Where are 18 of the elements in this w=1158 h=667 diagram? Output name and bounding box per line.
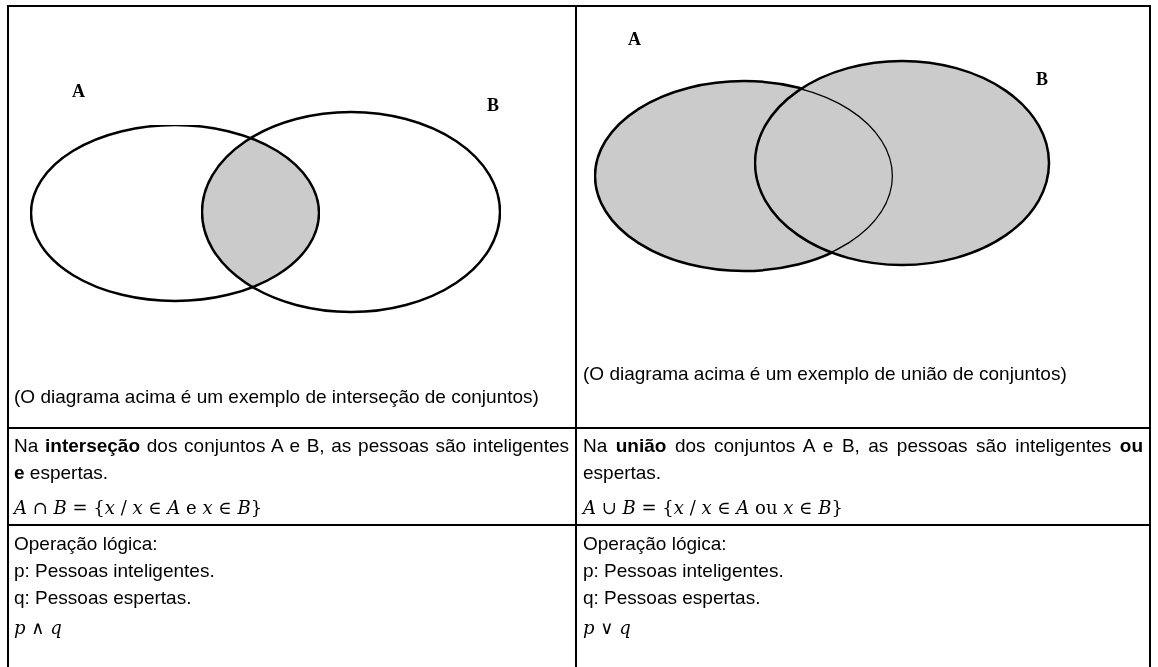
set-label: A (72, 82, 85, 100)
caption-text: (O diagrama acima é um exemplo de interseção de conjuntos) (14, 385, 540, 409)
logic-formula: p ∨ q (583, 616, 632, 640)
set-label: A (628, 30, 641, 48)
proposition-text: q: Pessoas espertas. (14, 586, 193, 610)
logic-formula: p ∧ q (14, 616, 63, 640)
heading-text: Operação lógica: (583, 532, 728, 556)
set-label: B (487, 96, 499, 114)
proposition-text: p: Pessoas inteligentes. (14, 559, 216, 583)
set-formula: A ∩ B = {x / x ∈ A e x ∈ B} (14, 496, 264, 520)
set-label: B (1036, 70, 1048, 88)
description-text: Na interseção dos conjuntos A e B, as pessoas são inteligentes e espertas. (14, 434, 569, 485)
description-text: Na união dos conjuntos A e B, as pessoas são inteligentes ou espertas. (583, 434, 1143, 485)
proposition-text: p: Pessoas inteligentes. (583, 559, 785, 583)
proposition-text: q: Pessoas espertas. (583, 586, 762, 610)
heading-text: Operação lógica: (14, 532, 159, 556)
set-formula: A ∪ B = {x / x ∈ A ou x ∈ B} (583, 496, 844, 520)
caption-text: (O diagrama acima é um exemplo de união de conjuntos) (583, 362, 1068, 386)
